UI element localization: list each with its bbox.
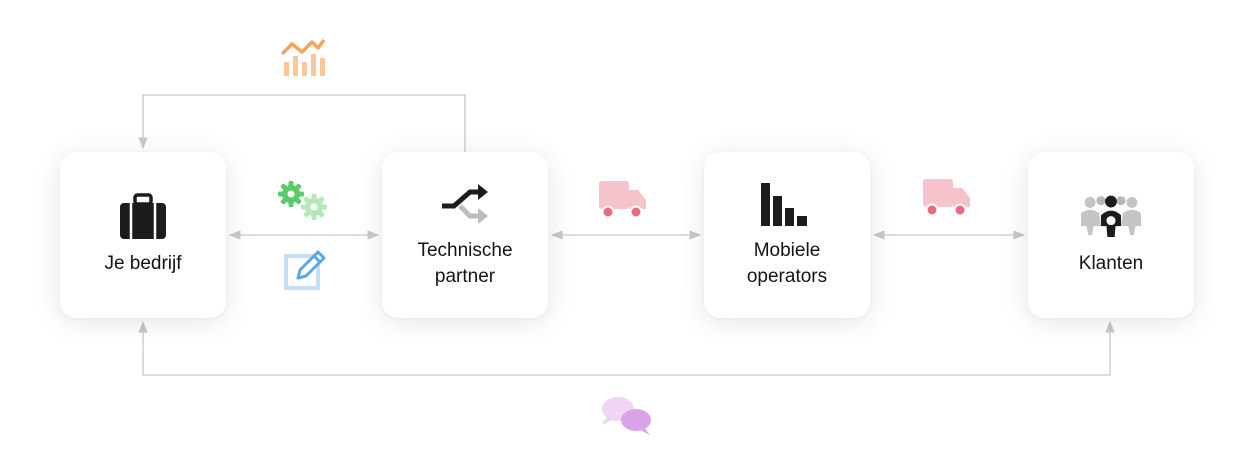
node-klanten: Klanten [1028,152,1194,318]
node-label: Klanten [1078,253,1144,274]
chart-trend-icon [280,36,326,83]
people-group-icon [1081,193,1141,241]
gears-icon [277,180,331,225]
node-label: Mobiele operators [746,240,828,287]
edit-pencil-icon [284,250,328,297]
node-label: Je bedrijf [104,253,182,274]
node-label: Technische partner [417,240,513,287]
node-je-bedrijf: Je bedrijf [60,152,226,318]
truck-icon [598,180,648,225]
shuffle-arrows-icon [435,180,495,228]
truck-icon [922,178,972,223]
node-technische-partner: Technische partner [382,152,548,318]
node-mobiele-operators: Mobiele operators [704,152,870,318]
bar-signal-icon [757,180,817,228]
bottom-loop-line [138,320,1115,376]
briefcase-icon [113,193,173,241]
top-loop-line [138,94,466,152]
chat-bubbles-icon [600,395,654,442]
